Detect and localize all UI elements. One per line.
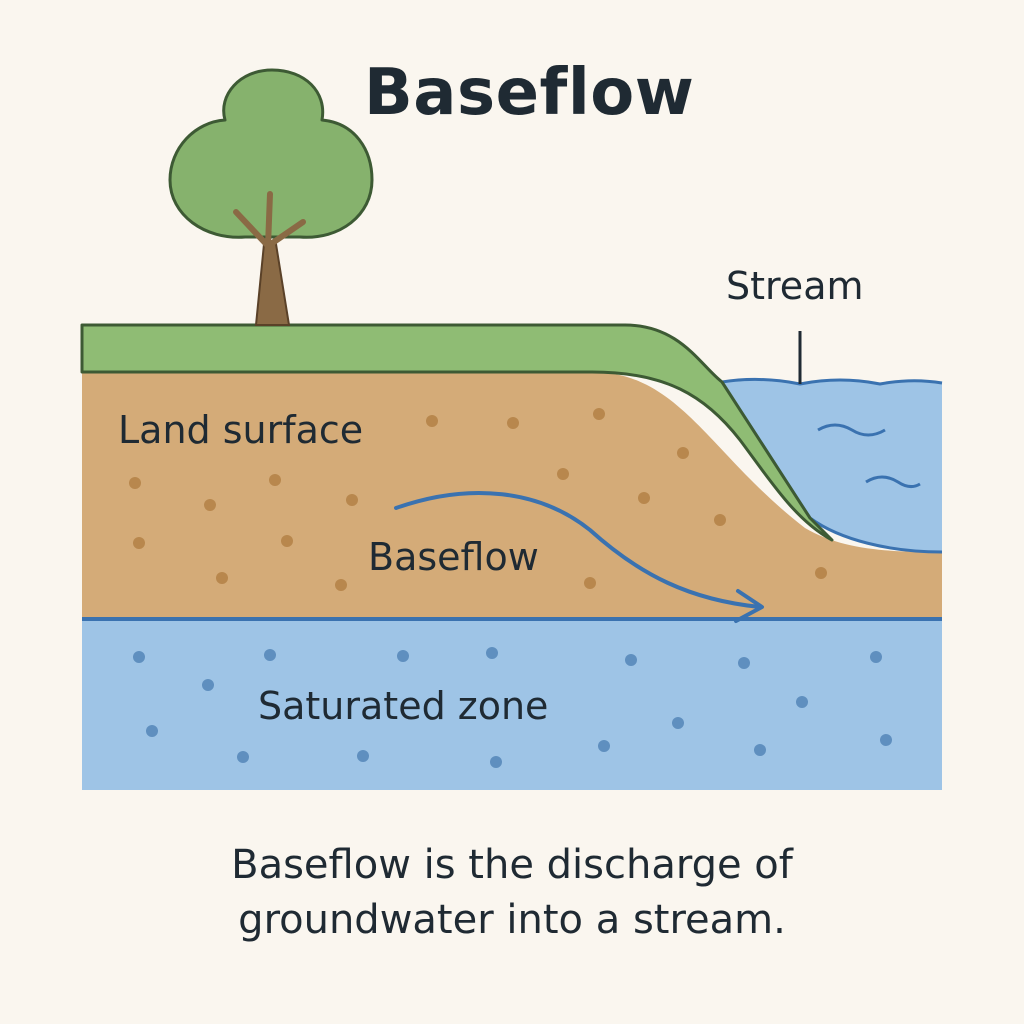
tree-trunk: [254, 243, 291, 326]
water-particle: [625, 654, 637, 666]
soil-particle: [269, 474, 281, 486]
water-particle: [796, 696, 808, 708]
diagram-caption: Baseflow is the discharge of groundwater…: [0, 838, 1024, 948]
water-particle: [738, 657, 750, 669]
water-particle: [237, 751, 249, 763]
soil-particle: [638, 492, 650, 504]
soil-particle: [507, 417, 519, 429]
soil-particle: [281, 535, 293, 547]
tree-canopy: [168, 68, 374, 239]
water-particle: [880, 734, 892, 746]
soil-particle: [346, 494, 358, 506]
soil-particle: [677, 447, 689, 459]
water-particle: [264, 649, 276, 661]
water-particle: [146, 725, 158, 737]
soil-particle: [426, 415, 438, 427]
water-ripple: [865, 475, 921, 489]
baseflow-arrow: [394, 490, 762, 609]
grass-layer: [80, 323, 834, 542]
water-particle: [598, 740, 610, 752]
caption-line-2: groundwater into a stream.: [238, 897, 786, 943]
tree-branches: [233, 191, 306, 249]
soil-particle: [557, 468, 569, 480]
water-particle: [754, 744, 766, 756]
stream-water: [722, 379, 942, 552]
soil-particle: [335, 579, 347, 591]
soil-particle: [216, 572, 228, 584]
water-particle: [357, 750, 369, 762]
saturated-zone-label: Saturated zone: [258, 684, 549, 728]
stream-surface-line: [721, 377, 943, 386]
water-particle: [202, 679, 214, 691]
soil-particle: [204, 499, 216, 511]
arrow-right-icon: [734, 589, 764, 623]
soil-particles: [129, 408, 827, 591]
water-particle: [870, 651, 882, 663]
water-particle: [486, 647, 498, 659]
water-particles: [133, 647, 892, 768]
water-particle: [490, 756, 502, 768]
diagram-title: Baseflow: [364, 56, 695, 130]
water-particle: [133, 651, 145, 663]
soil-particle: [584, 577, 596, 589]
stream-label: Stream: [726, 264, 864, 308]
tree-icon: [168, 68, 374, 326]
water-ripple: [817, 423, 886, 437]
land-surface-label: Land surface: [118, 408, 364, 452]
caption-line-1: Baseflow is the discharge of: [231, 842, 793, 888]
soil-particle: [714, 514, 726, 526]
water-particle: [397, 650, 409, 662]
soil-particle: [815, 567, 827, 579]
baseflow-label: Baseflow: [368, 535, 539, 579]
water-particle: [672, 717, 684, 729]
soil-particle: [129, 477, 141, 489]
soil-particle: [593, 408, 605, 420]
soil-particle: [133, 537, 145, 549]
